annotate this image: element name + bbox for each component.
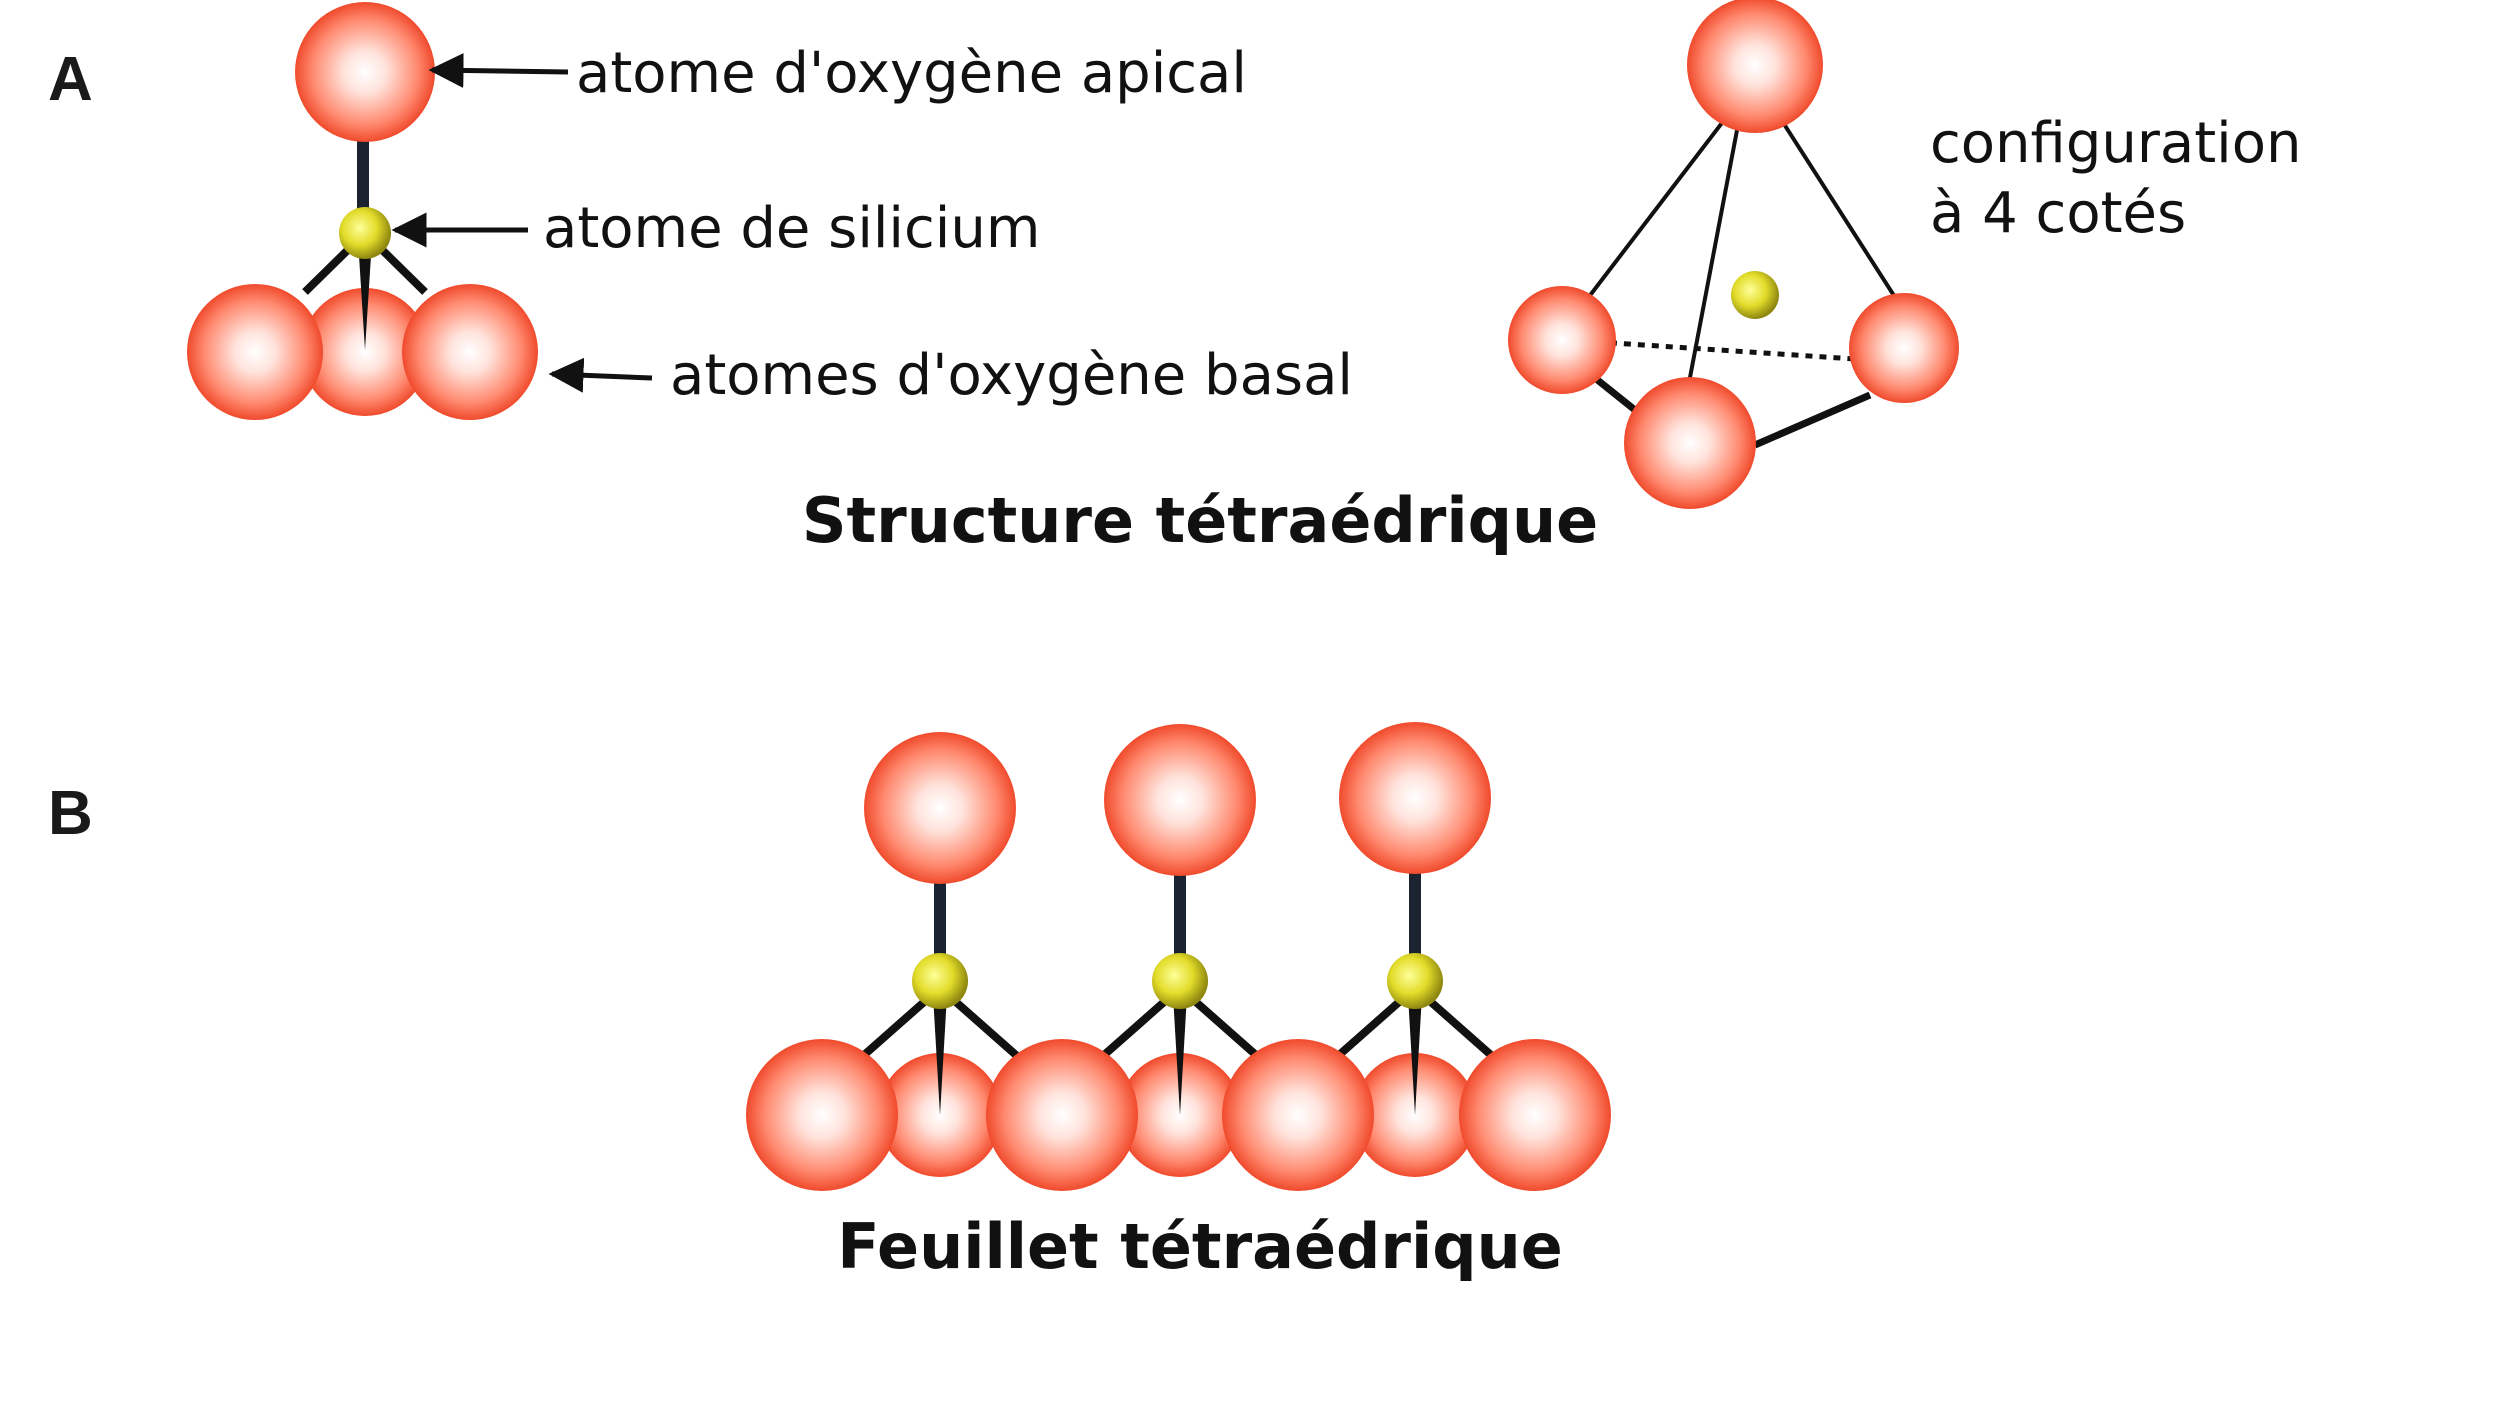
bond-spike	[1173, 995, 1187, 1115]
edge-line	[1773, 108, 1902, 307]
apical-bond	[1409, 858, 1421, 975]
tetrahedral-sheet	[746, 722, 1611, 1191]
caption-tetrahedral-sheet: Feuillet tétraédrique	[837, 1210, 1563, 1283]
apical-bond	[934, 868, 946, 975]
bond-spike	[933, 995, 947, 1115]
silicon-atom	[339, 207, 391, 259]
silicon-atom	[1152, 953, 1208, 1009]
oxygen-atom-front	[1624, 377, 1756, 509]
panel-b: B Feuillet tétraédrique	[48, 722, 1611, 1283]
hidden-edge-line	[1567, 337, 1871, 363]
apical-oxygen-atom	[295, 2, 435, 142]
apical-bond	[1174, 860, 1186, 975]
apical-oxygen-atom	[864, 732, 1016, 884]
silicon-atom-center	[1731, 271, 1779, 319]
label-silicon: atome de silicium	[543, 196, 1040, 261]
oxygen-atom-top	[1687, 0, 1823, 133]
bond-line	[1185, 992, 1268, 1066]
bond-line	[1092, 992, 1175, 1066]
single-tetrahedron	[187, 2, 538, 420]
silicon-atom	[1387, 953, 1443, 1009]
arrow-basal-oxygen	[548, 357, 653, 393]
edge-line	[1686, 124, 1740, 389]
shared-basal-oxygen-atom	[1459, 1039, 1611, 1191]
label-basal-oxygen: atomes d'oxygène basal	[670, 343, 1353, 408]
shared-basal-oxygen-atom	[746, 1039, 898, 1191]
bond-spike	[1408, 995, 1422, 1115]
bond-line	[945, 992, 1028, 1066]
label-apical-oxygen: atome d'oxygène apical	[576, 41, 1247, 106]
label-configuration-line1: configuration	[1930, 111, 2301, 176]
shared-basal-oxygen-atom	[986, 1039, 1138, 1191]
bond-line	[852, 992, 935, 1066]
basal-oxygen-atom-back	[301, 288, 429, 416]
basal-oxygen-atom-left	[187, 284, 323, 420]
silicon-atom	[912, 953, 968, 1009]
panel-a: A atome d'oxygène apical atome de silici…	[48, 0, 2301, 557]
bond-line	[1420, 992, 1503, 1066]
panel-a-letter: A	[48, 45, 93, 114]
tetrahedron-configuration	[1508, 0, 1959, 509]
oxygen-atom-right	[1849, 293, 1959, 403]
apical-oxygen-atom	[1104, 724, 1256, 876]
edge-line	[1753, 391, 1872, 449]
oxygen-atom-left	[1508, 286, 1616, 394]
shared-basal-oxygen-atom	[1222, 1039, 1374, 1191]
caption-tetrahedral-structure: Structure tétraédrique	[802, 484, 1598, 557]
edge-line	[1592, 375, 1638, 413]
edge-line	[1573, 113, 1730, 317]
apical-oxygen-atom	[1339, 722, 1491, 874]
panel-b-letter: B	[48, 779, 93, 848]
label-configuration-line2: à 4 cotés	[1930, 181, 2186, 246]
bond-line	[1327, 992, 1410, 1066]
basal-oxygen-atom-right	[402, 284, 538, 420]
bond-spike	[358, 240, 372, 350]
arrow-apical-oxygen	[428, 52, 569, 88]
